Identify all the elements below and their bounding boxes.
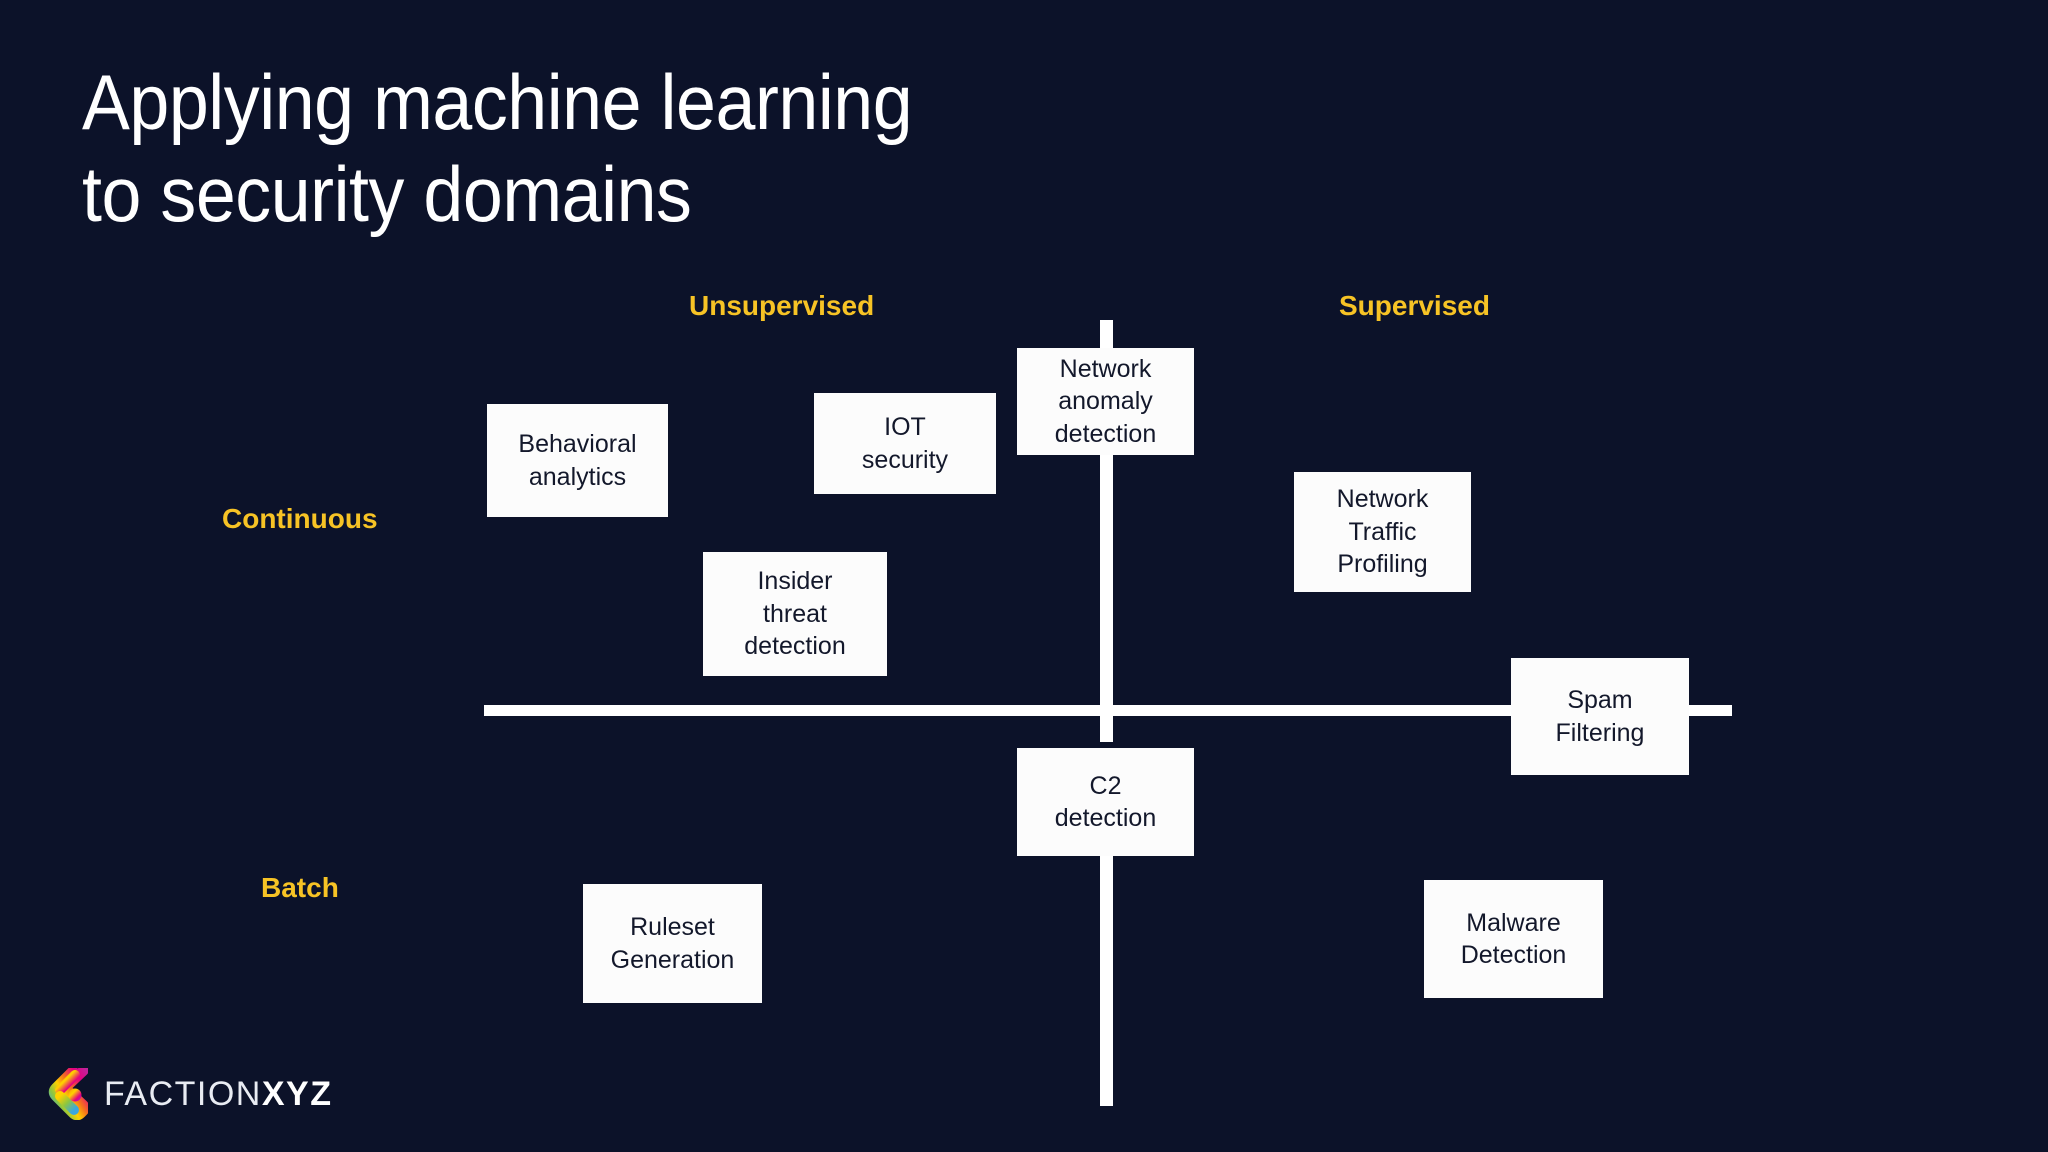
axis-vertical-line-top-stub <box>1100 320 1113 348</box>
page-title: Applying machine learning to security do… <box>82 58 913 239</box>
logo-word-xyz: XYZ <box>261 1075 333 1113</box>
axis-label-supervised: Supervised <box>1339 290 1490 321</box>
brand-logo: FACTIONXYZ <box>38 1068 332 1120</box>
node-insider-threat-detection[interactable]: Insider threat detection <box>703 552 887 676</box>
factionxyz-logo-mark <box>48 1068 88 1120</box>
axis-label-batch: Batch <box>261 872 339 903</box>
axis-label-unsupervised: Unsupervised <box>689 290 875 321</box>
node-network-traffic-profiling[interactable]: Network Traffic Profiling <box>1294 472 1471 592</box>
axis-vertical-line-upper <box>1100 455 1113 742</box>
axis-vertical-line-lower <box>1100 856 1113 1106</box>
node-ruleset-generation[interactable]: Ruleset Generation <box>583 884 762 1003</box>
logo-word-faction: FACTION <box>104 1075 262 1113</box>
node-iot-security[interactable]: IOT security <box>814 393 996 494</box>
axis-label-continuous: Continuous <box>222 503 378 534</box>
node-c2-detection[interactable]: C2 detection <box>1017 748 1194 856</box>
node-malware-detection[interactable]: Malware Detection <box>1424 880 1603 998</box>
logo-wordmark: FACTIONXYZ <box>104 1077 332 1111</box>
node-behavioral-analytics[interactable]: Behavioral analytics <box>487 404 668 517</box>
axis-horizontal-line-stub <box>1688 705 1732 716</box>
node-spam-filtering[interactable]: Spam Filtering <box>1511 658 1689 775</box>
axis-horizontal-line <box>484 705 1514 716</box>
node-network-anomaly-detection[interactable]: Network anomaly detection <box>1017 348 1194 455</box>
